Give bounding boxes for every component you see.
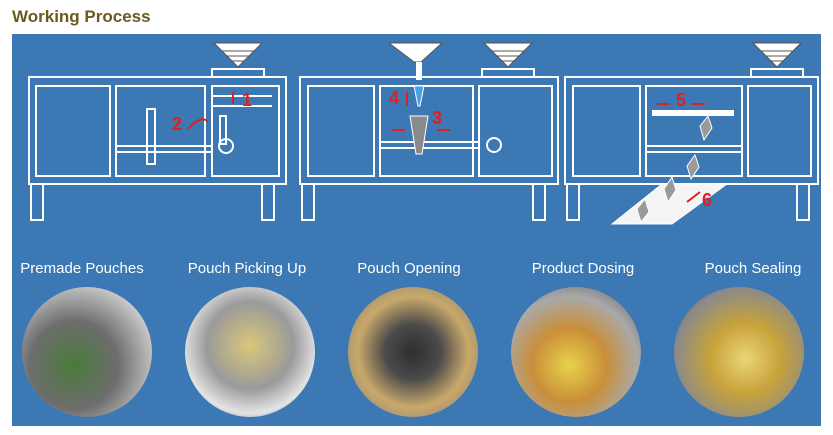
machine-diagram-1 [28,42,287,221]
working-process-panel: 1 2 4 3 [12,34,821,426]
sealed-pouch [686,153,700,181]
premade-pouches-photo [22,287,152,417]
step-number: 2 [172,114,182,134]
step-number: 3 [432,108,442,128]
stage-label: Pouch Sealing [704,260,802,277]
stage-label: Premade Pouches [20,260,144,277]
hopper-spout [416,62,422,80]
pouch-opening-photo [348,287,478,417]
nozzle [413,85,425,107]
pouch-opening-jaw [409,115,429,155]
stage-label: Product Dosing [531,260,635,277]
sealing-bar [652,110,734,116]
step-number: 4 [389,88,399,108]
stage-label: Pouch Opening [357,260,461,277]
machine-diagram-2 [299,42,559,221]
machine-diagrams: 1 2 4 3 [28,42,819,225]
stage-label: Pouch Picking Up [187,260,307,277]
hopper-funnel [387,42,444,63]
product-dosing-photo [511,287,641,417]
step-number: 1 [242,90,252,110]
sealed-pouch [699,114,713,142]
step-number: 5 [676,90,686,110]
sealed-pouch [636,197,650,224]
sealed-pouch [663,175,677,204]
step-number: 6 [702,190,712,210]
discharge-arrow-icon [686,191,701,203]
pouch-picking-up-photo [185,287,315,417]
curved-arrow-icon [187,118,209,130]
page-title: Working Process [12,7,151,26]
pouch-sealing-photo [674,287,804,417]
